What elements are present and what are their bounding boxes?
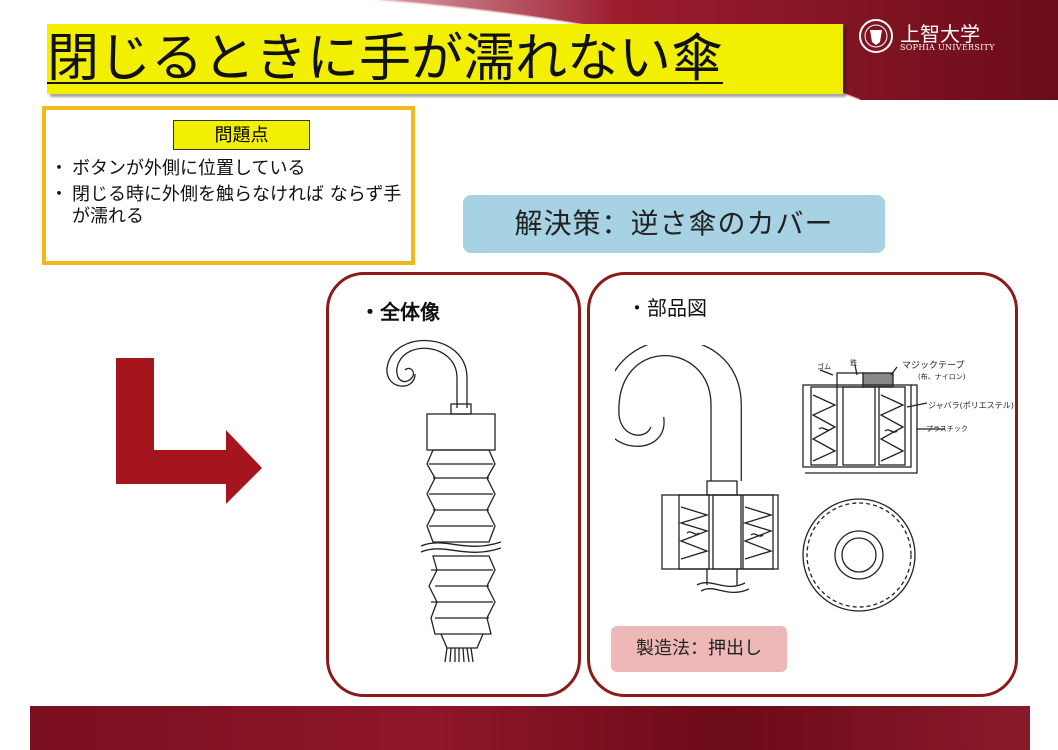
overall-view-panel — [326, 272, 581, 697]
university-logo: 上智大学 SOPHIA UNIVERSITY — [858, 18, 998, 58]
logo-title: 上智大学 — [900, 22, 980, 46]
annotation-bellows: ジャバラ(ポリエステル) — [928, 401, 1014, 410]
problem-item: 閉じる時に外側を触らなければ ならず手が濡れる — [50, 184, 404, 228]
manufacturing-method: 製造法：押出し — [611, 626, 787, 672]
page-title: 閉じるときに手が濡れない傘 — [47, 29, 724, 89]
crest-icon — [859, 19, 893, 53]
parts-drawing — [615, 345, 945, 612]
annotation-iron: 鉄 — [850, 359, 857, 367]
annotation-velcro-note: (布、ナイロン) — [918, 373, 966, 381]
solution-box: 解決策：逆さ傘のカバー — [463, 195, 885, 253]
parts-diagram-heading: ・部品図 — [627, 296, 707, 320]
logo-subtitle: SOPHIA UNIVERSITY — [900, 43, 995, 52]
title-highlight — [47, 24, 843, 94]
problem-label: 問題点 — [173, 120, 310, 150]
annotation-rubber: ゴム — [817, 363, 831, 371]
footer-band — [30, 706, 1030, 750]
problem-list: ボタンが外側に位置している 閉じる時に外側を触らなければ ならず手が濡れる — [50, 158, 404, 232]
overall-view-heading: ・全体像 — [360, 300, 440, 324]
problem-item: ボタンが外側に位置している — [50, 158, 404, 180]
annotation-plastic: プラスチック — [926, 425, 968, 433]
problem-box: 問題点 ボタンが外側に位置している 閉じる時に外側を触らなければ ならず手が濡れ… — [42, 106, 415, 265]
umbrella-overall-drawing — [386, 339, 502, 663]
arrow-icon — [116, 358, 262, 504]
annotation-velcro: マジックテープ — [902, 361, 965, 371]
